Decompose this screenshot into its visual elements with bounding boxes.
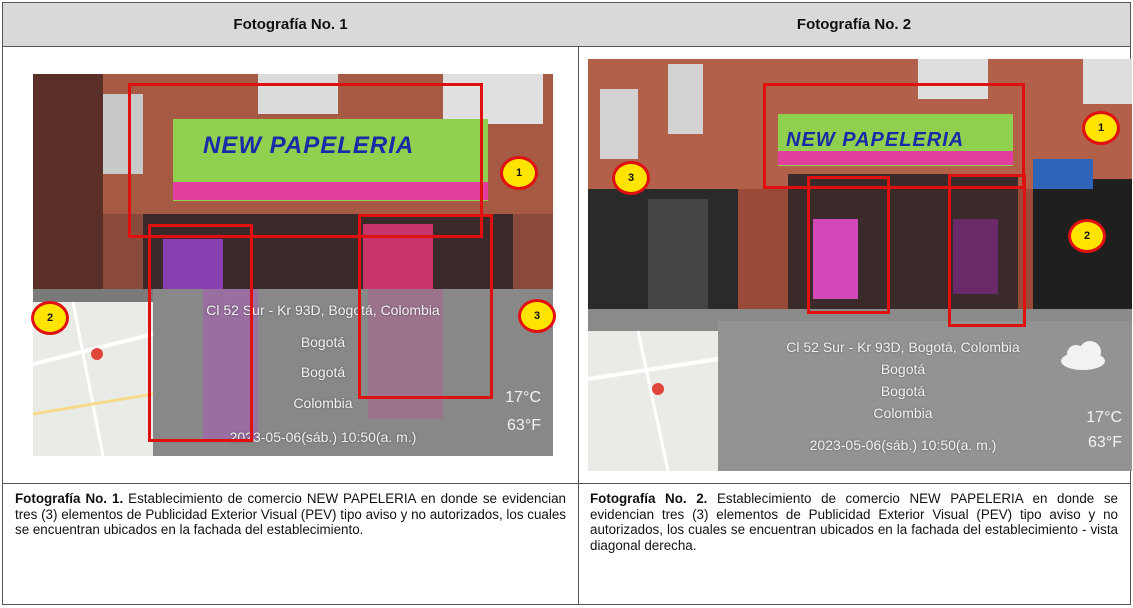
temp-fahrenheit-1: 63°F — [507, 417, 541, 434]
highlight-box-1-right-panel — [358, 214, 493, 399]
country-text-2: Colombia — [873, 405, 933, 421]
caption-body-1: Establecimiento de comercio NEW PAPELERI… — [15, 491, 566, 538]
city-text-2: Bogotá — [880, 361, 926, 377]
caption-title-1: Fotografía No. 1. — [15, 491, 124, 506]
photo-header-1: Fotografía No. 1 — [3, 3, 578, 47]
temp-celsius-2: 17°C — [1086, 409, 1122, 426]
datetime-text-2: 2023-05-06(sáb.) 10:50(a. m.) — [809, 437, 997, 453]
country-text-1: Colombia — [293, 395, 353, 411]
city-text-1: Bogotá — [300, 334, 346, 350]
caption-body-2: Establecimiento de comercio NEW PAPELERI… — [590, 491, 1118, 553]
callout-2-marker-2: 2 — [1068, 219, 1106, 253]
storefront-illustration-1 — [33, 74, 553, 456]
photo-column-2: Fotografía No. 2 — [578, 3, 1132, 604]
storefront-illustration-2 — [588, 59, 1132, 471]
cloud-icon — [1058, 342, 1108, 372]
photo-cell-2: NEW PAPELERIA Cl 52 Sur - Kr 93D, Bogotá… — [578, 46, 1132, 484]
highlight-box-2-right-panel — [948, 174, 1026, 327]
highlight-box-1-left-panel — [148, 224, 253, 442]
photo-caption-1: Fotografía No. 1. Establecimiento de com… — [3, 484, 578, 604]
caption-title-2: Fotografía No. 2. — [590, 491, 708, 506]
region-text-2: Bogotá — [880, 383, 926, 399]
callout-2-marker-3: 3 — [612, 161, 650, 195]
sign-name-1: NEW PAPELERIA — [203, 132, 415, 159]
photo-cell-1: NEW PAPELERIA Cl 52 Sur - Kr 93D, Bogotá… — [3, 46, 578, 484]
storefront-photo-1: NEW PAPELERIA Cl 52 Sur - Kr 93D, Bogotá… — [33, 74, 553, 456]
highlight-box-2-left-panel — [807, 176, 890, 314]
datetime-text-1: 2023-05-06(sáb.) 10:50(a. m.) — [229, 429, 417, 445]
callout-1-marker-3: 3 — [518, 299, 556, 333]
callout-1-marker-1: 1 — [500, 156, 538, 190]
callout-1-marker-2: 2 — [31, 301, 69, 335]
highlight-box-1-sign — [128, 83, 483, 238]
photo-column-1: Fotografía No. 1 — [3, 3, 579, 604]
storefront-photo-2: NEW PAPELERIA Cl 52 Sur - Kr 93D, Bogotá… — [588, 59, 1132, 471]
region-text-1: Bogotá — [300, 364, 346, 380]
temp-celsius-1: 17°C — [505, 389, 541, 406]
photo-caption-2: Fotografía No. 2. Establecimiento de com… — [578, 484, 1130, 604]
sign-name-2: NEW PAPELERIA — [786, 129, 965, 151]
address-text-2: Cl 52 Sur - Kr 93D, Bogotá, Colombia — [786, 339, 1020, 355]
address-text-1: Cl 52 Sur - Kr 93D, Bogotá, Colombia — [206, 302, 440, 318]
photo-header-2: Fotografía No. 2 — [578, 3, 1130, 47]
temp-fahrenheit-2: 63°F — [1088, 434, 1122, 451]
callout-2-marker-1: 1 — [1082, 111, 1120, 145]
highlight-box-2-sign — [763, 83, 1025, 189]
